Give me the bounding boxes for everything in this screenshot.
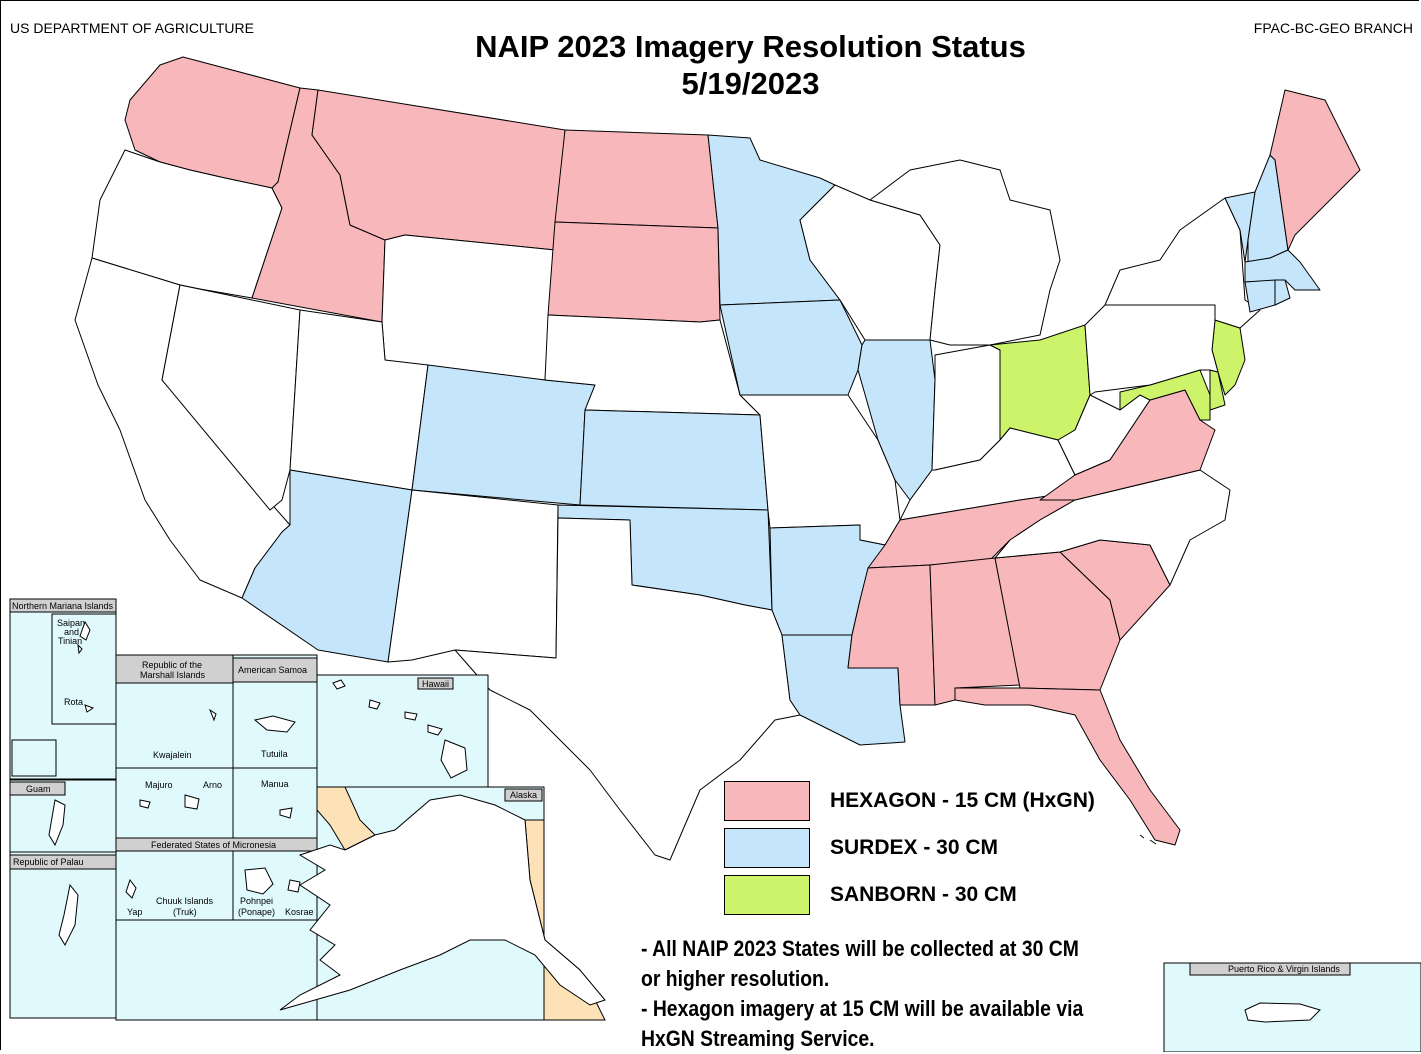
state-IA[interactable]: [719, 299, 863, 396]
state-WY[interactable]: [381, 234, 556, 381]
label-arno: Arno: [203, 780, 222, 790]
title-line-1: NAIP 2023 Imagery Resolution Status: [475, 29, 1026, 64]
label-marshall-1: Republic of the: [142, 660, 202, 670]
label-kosrae: Kosrae: [285, 907, 314, 917]
state-ME[interactable]: [1269, 89, 1361, 251]
label-hawaii: Hawaii: [422, 679, 449, 689]
label-pohnpei-2: (Ponape): [238, 907, 275, 917]
note-line-3: - Hexagon imagery at 15 CM will be avail…: [641, 996, 1084, 1021]
label-samoa: American Samoa: [238, 665, 307, 675]
state-FL[interactable]: [954, 687, 1181, 846]
legend-item-hexagon: HEXAGON - 15 CM (HxGN): [724, 781, 1095, 821]
label-saipan: Saipan: [57, 618, 85, 628]
label-micronesia: Federated States of Micronesia: [151, 840, 276, 850]
label-chuuk-1: Chuuk Islands: [156, 896, 214, 906]
legend-label-hexagon: HEXAGON - 15 CM (HxGN): [830, 789, 1095, 812]
state-KS[interactable]: [579, 409, 769, 511]
label-manua: Manua: [261, 779, 289, 789]
label-majuro: Majuro: [145, 780, 173, 790]
label-guam: Guam: [26, 784, 51, 794]
label-chuuk-2: (Truk): [173, 907, 197, 917]
state-CT[interactable]: [1244, 279, 1276, 313]
label-marshall-2: Marshall Islands: [140, 670, 206, 680]
state-MI[interactable]: [869, 159, 1061, 346]
label-palau: Republic of Palau: [13, 857, 84, 867]
state-SD[interactable]: [547, 221, 721, 323]
inset-marshall: [115, 654, 234, 839]
state-RI[interactable]: [1274, 279, 1291, 306]
notes: - All NAIP 2023 States will be collected…: [641, 934, 1099, 1054]
note-line-4: HxGN Streaming Service.: [641, 1026, 875, 1051]
note-line-1: - All NAIP 2023 States will be collected…: [641, 936, 1079, 961]
legend-label-surdex: SURDEX - 30 CM: [830, 836, 999, 859]
agency-label: US DEPARTMENT OF AGRICULTURE: [10, 20, 254, 36]
inset-samoa: [232, 654, 318, 839]
state-CO[interactable]: [411, 364, 596, 506]
label-yap: Yap: [127, 907, 142, 917]
state-NM[interactable]: [387, 489, 559, 663]
label-tinian: Tinian: [58, 636, 82, 646]
state-TX[interactable]: [454, 517, 801, 861]
state-VT[interactable]: [1224, 191, 1256, 263]
map-title: NAIP 2023 Imagery Resolution Status 5/19…: [0, 28, 1421, 102]
state-NY[interactable]: [1104, 197, 1261, 329]
legend-item-sanborn: SANBORN - 30 CM: [724, 875, 1017, 915]
state-ND[interactable]: [554, 129, 719, 229]
label-puerto-rico: Puerto Rico & Virgin Islands: [1228, 964, 1340, 974]
title-line-2: 5/19/2023: [681, 66, 820, 101]
label-alaska: Alaska: [510, 790, 537, 800]
legend-label-sanborn: SANBORN - 30 CM: [830, 883, 1017, 906]
legend-swatch-sanborn: [724, 875, 810, 915]
legend-swatch-hexagon: [724, 781, 810, 821]
branch-label: FPAC-BC-GEO BRANCH: [1253, 20, 1413, 36]
note-line-2: or higher resolution.: [641, 966, 830, 991]
legend-swatch-surdex: [724, 828, 810, 868]
alaska-land: [279, 794, 606, 1011]
label-rota: Rota: [64, 697, 83, 707]
label-pohnpei-1: Pohnpei: [240, 896, 273, 906]
inset-micronesia: [115, 837, 318, 921]
label-saipan-and: and: [64, 627, 79, 637]
label-cnmi: Northern Mariana Islands: [12, 601, 114, 611]
legend-item-surdex: SURDEX - 30 CM: [724, 828, 998, 868]
label-tutuila: Tutuila: [261, 749, 288, 759]
label-kwajalein: Kwajalein: [153, 750, 192, 760]
